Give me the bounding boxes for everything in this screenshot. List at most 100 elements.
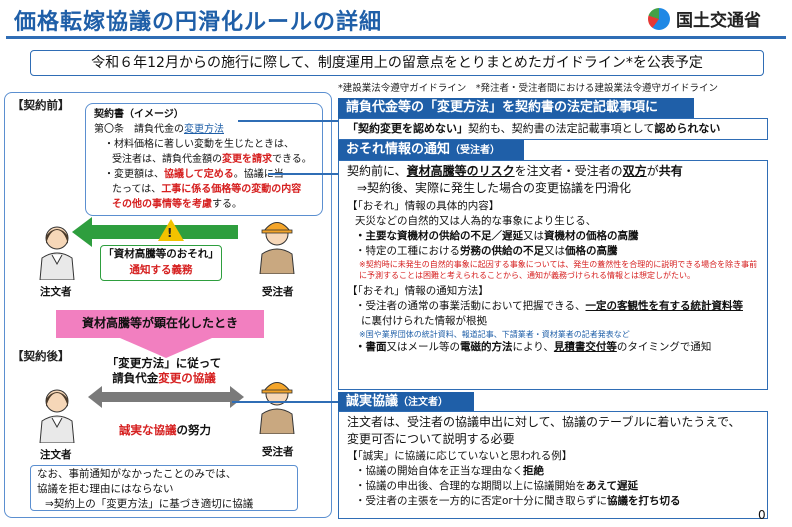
sec2-line2: ⇒契約後、実際に発生した場合の変更協議を円滑化 bbox=[357, 181, 632, 195]
contract-item1-d: できる。 bbox=[272, 154, 312, 165]
sec2-method-1b: 一定の客観性を有する統計資料等 bbox=[585, 300, 743, 312]
effort-a: 誠実な協議 bbox=[119, 423, 177, 437]
contract-item2-b: 協議して定める bbox=[164, 169, 234, 180]
client-person-icon bbox=[39, 226, 75, 280]
sec2-method-3b: 又はメール等の bbox=[386, 341, 461, 353]
contract-item1-b: 受注者は、請負代金額の bbox=[112, 154, 222, 165]
sec2-method-3e: 見積書交付等 bbox=[553, 341, 617, 353]
section-good-faith-box: 注文者は、受注者の協議申出に対して、協議のテーブルに着いたうえで、 変更可否につ… bbox=[338, 411, 768, 519]
sec2-line1-f: 共有 bbox=[658, 164, 683, 178]
connector-line-1 bbox=[238, 120, 338, 122]
sec2-line1-c: を注文者・受注者の bbox=[514, 164, 623, 178]
sec3-example-title: 【「誠実」に協議に応じていないと思われる例】 bbox=[347, 450, 573, 462]
sec2-content-3b: 労務の供給の不足 bbox=[460, 245, 544, 257]
contract-clause-link: 変更方法 bbox=[184, 124, 224, 135]
sec2-header-text: おそれ情報の通知 bbox=[346, 142, 451, 157]
contract-clause: 第〇条 請負代金の bbox=[94, 124, 184, 135]
escalation-text: 資材高騰等が顕在化したとき bbox=[81, 316, 238, 330]
contract-item1-a: 材料価格に著しい変動を生じたときは、 bbox=[114, 139, 294, 150]
section-risk-notice-header: おそれ情報の通知（受注者） bbox=[338, 140, 524, 160]
notify-speech-line1: 「資材高騰等のおそれ」 bbox=[103, 248, 219, 260]
sec2-method-2b: 情報が根拠 bbox=[434, 315, 488, 327]
contract-title: 契約書（イメージ） bbox=[94, 109, 184, 120]
sec2-method-1a: ・受注者の通常の事業活動において把握できる、 bbox=[355, 300, 586, 312]
client-label: 注文者 bbox=[40, 286, 72, 298]
contract-item2-e: 工事に係る価格等の変動の内容 bbox=[161, 184, 302, 195]
escalation-arrow bbox=[56, 310, 264, 338]
sec2-content-2b: 又は bbox=[523, 230, 544, 242]
ministry-logo: 国土交通省 bbox=[648, 6, 761, 31]
sec2-method-2a: に裏付けられた bbox=[361, 315, 435, 327]
sec3-ex3a: ・受注者の主張を一方的に否定or十分に聞き取らずに bbox=[355, 495, 608, 507]
before-contract-tag: 【契約前】 bbox=[12, 98, 70, 112]
contract-item2-f: その他の事情等を考慮 bbox=[112, 199, 212, 210]
ministry-name: 国土交通省 bbox=[676, 11, 761, 31]
after-line1: 「変更方法」に従って bbox=[106, 356, 222, 370]
effort-b: の努力 bbox=[176, 423, 212, 437]
escalation-arrow-head bbox=[120, 338, 212, 358]
sec2-line1-a: 契約前に、 bbox=[347, 164, 407, 178]
ministry-emblem-icon bbox=[648, 7, 670, 30]
notify-arrow-head bbox=[72, 217, 92, 247]
sec3-ex2a: ・協議の申出後、合理的な期間以上に協議開始を bbox=[355, 480, 586, 492]
sec1-body-a: 「契約変更を認めない」 bbox=[347, 122, 468, 135]
sec3-header-text: 誠実協議 bbox=[346, 394, 399, 409]
sec3-line2: 変更可否について説明する必要 bbox=[347, 432, 515, 446]
sec2-line1-b: 資材高騰等のリスク bbox=[406, 164, 515, 178]
negotiation-arrow-left bbox=[88, 386, 102, 408]
after-line2a: 請負代金 bbox=[112, 371, 159, 385]
contract-item1-c: 変更を請求 bbox=[222, 154, 272, 165]
sec2-line1-e: が bbox=[646, 164, 659, 178]
contractor-person-icon-2 bbox=[259, 382, 295, 434]
after-contract-tag: 【契約後】 bbox=[12, 349, 70, 363]
sec2-header-sub: （受注者） bbox=[450, 145, 501, 156]
section-good-faith-header: 誠実協議（注文者） bbox=[338, 392, 474, 412]
client-label-2: 注文者 bbox=[40, 449, 72, 461]
sec2-content-2c: 資機材の価格の高騰 bbox=[544, 230, 639, 242]
notify-speech-line2: 通知する義務 bbox=[129, 264, 193, 276]
sec2-method-title: 【「おそれ」情報の通知方法】 bbox=[347, 285, 489, 297]
prior-notice-note: なお、事前通知がなかったことのみでは、 協議を拒む理由にはならない ⇒契約上の「… bbox=[30, 465, 298, 511]
note-line1: なお、事前通知がなかったことのみでは、 bbox=[37, 468, 237, 480]
contract-item2-a: 変更額は、 bbox=[114, 169, 164, 180]
sec3-ex3b: 協議を打ち切る bbox=[607, 495, 681, 507]
sec2-content-3c: 又は bbox=[544, 245, 565, 257]
client-person-icon-2 bbox=[39, 389, 75, 443]
section-risk-notice-box: 契約前に、資材高騰等のリスクを注文者・受注者の双方が共有 ⇒契約後、実際に発生し… bbox=[338, 160, 768, 390]
notify-speech-box: 「資材高騰等のおそれ」 通知する義務 bbox=[100, 245, 222, 281]
guideline-footnote: *建設業法令遵守ガイドライン *発注者・受注者間における建設業法令遵守ガイドライ… bbox=[338, 83, 719, 94]
guideline-banner: 令和６年12月からの施行に際して、制度運用上の留意点をとりまとめたガイドライン*… bbox=[30, 50, 764, 76]
note-line3: ⇒契約上の「変更方法」に基づき適切に協議 bbox=[45, 498, 254, 510]
negotiation-arrow bbox=[100, 392, 230, 402]
sec3-ex1a: ・協議の開始自体を正当な理由なく bbox=[355, 465, 523, 477]
connector-line-3 bbox=[232, 401, 338, 403]
sec3-ex2b: あえて遅延 bbox=[586, 480, 638, 492]
sec2-content-1: 天災などの自然的又は人為的な事象により生じる、 bbox=[355, 215, 597, 227]
sec3-header-sub: （注文者） bbox=[398, 397, 449, 408]
sec3-ex1b: 拒絶 bbox=[523, 465, 544, 477]
contractor-label: 受注者 bbox=[262, 286, 294, 298]
after-line2b: 変更の協議 bbox=[158, 371, 216, 385]
sec2-content-3d: 価格の高騰 bbox=[565, 245, 618, 257]
negotiation-arrow-right bbox=[230, 386, 244, 408]
contract-image-box: 契約書（イメージ） 第〇条 請負代金の変更方法 ・材料価格に著しい変動を生じたと… bbox=[85, 103, 323, 216]
sec3-line1: 注文者は、受注者の協議申出に対して、協議のテーブルに着いたうえで、 bbox=[347, 415, 741, 429]
after-contract-text: 「変更方法」に従って 請負代金変更の協議 bbox=[72, 356, 256, 386]
contract-item2-c: 。協議に当 bbox=[233, 169, 284, 180]
section-change-method-header: 請負代金等の「変更方法」を契約書の法定記載事項に bbox=[338, 98, 694, 118]
page-number: 0 bbox=[758, 508, 766, 522]
contractor-person-icon bbox=[259, 222, 295, 274]
sec2-method-3d: により、 bbox=[512, 341, 554, 353]
note-line2: 協議を拒む理由にはならない bbox=[37, 483, 174, 495]
sec2-content-note: ※契約時に未発生の自然的事象に起因する事象については、発生の蓋然性を合理的に説明… bbox=[359, 260, 758, 280]
sec2-content-3a: ・特定の工種における bbox=[355, 245, 460, 257]
sec2-content-2a: ・主要な資機材の供給の不足／遅延 bbox=[355, 230, 523, 242]
sec2-content-title: 【「おそれ」情報の具体的内容】 bbox=[347, 200, 500, 212]
connector-line-2 bbox=[268, 173, 338, 175]
sec1-body-c: 認められない bbox=[654, 122, 721, 135]
contract-item2-g: する。 bbox=[212, 199, 242, 210]
warning-icon bbox=[158, 219, 184, 241]
page-title: 価格転嫁協議の円滑化ルールの詳細 bbox=[14, 10, 383, 35]
contract-item2-d: たっては、 bbox=[112, 184, 162, 195]
sec2-method-note: ※国や業界団体の統計資料、報道記事、下請業者・資材業者の記者発表など bbox=[359, 330, 630, 339]
